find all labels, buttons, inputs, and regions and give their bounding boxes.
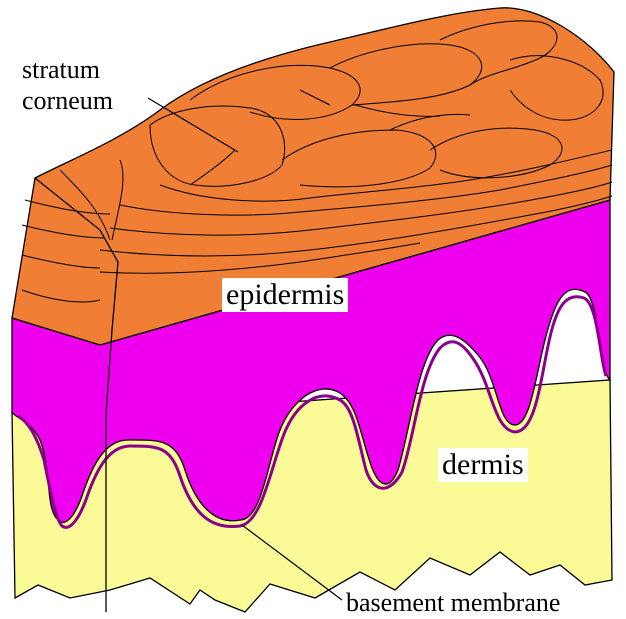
dermis-label: dermis [438,448,528,482]
epidermis-label: epidermis [222,278,348,312]
stratum-corneum-label-line1: stratum [22,57,100,83]
basement-membrane-label: basement membrane [346,590,560,616]
stratum-corneum-label-line2: corneum [22,88,113,114]
